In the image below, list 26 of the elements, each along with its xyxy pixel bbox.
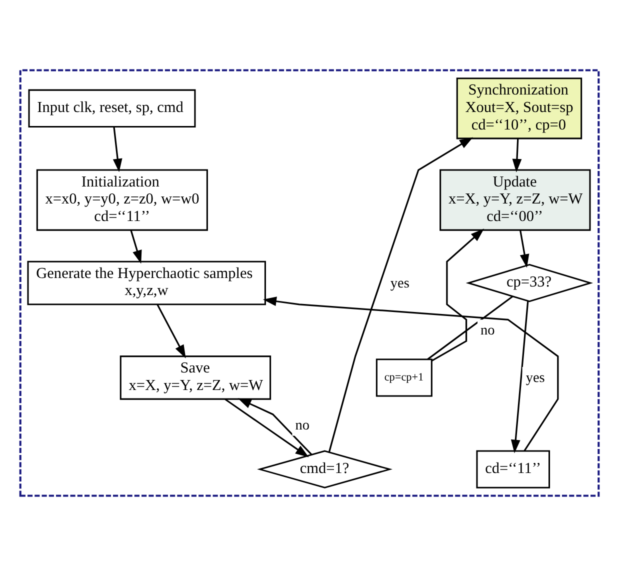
node-box: Save x=X, y=Y, z=Z, w=W bbox=[120, 356, 272, 400]
arrow bbox=[156, 304, 186, 358]
node-box: cp=cp+1 bbox=[376, 358, 432, 397]
arrow bbox=[328, 137, 474, 452]
arrow bbox=[510, 300, 529, 454]
arrow bbox=[432, 228, 484, 362]
node-box: Generate the Hyperchaotic samples x,y,z,w bbox=[27, 260, 266, 306]
edge-label: yes bbox=[526, 370, 545, 386]
node-box: Update x=X, y=Y, z=Z, w=W cd=‘‘00’’ bbox=[440, 169, 591, 231]
cluster bbox=[19, 69, 600, 497]
edge-label: no bbox=[295, 417, 310, 434]
arrow bbox=[520, 230, 530, 268]
arrow bbox=[130, 230, 142, 264]
node-diamond: cmd=1? bbox=[257, 450, 392, 488]
node-diamond: cp=33? bbox=[466, 264, 594, 302]
node-box: Synchronization Xout=X, Sout=sp cd=‘‘10’’, cp=0 bbox=[456, 78, 582, 140]
arrow bbox=[512, 138, 522, 172]
edge-label: yes bbox=[390, 275, 410, 292]
arrow bbox=[112, 127, 122, 172]
arrow bbox=[262, 296, 559, 452]
arrow bbox=[224, 398, 309, 458]
edge-label: no bbox=[480, 322, 495, 339]
node-box: Initialization x=x0, y=y0, z=z0, w=w0 cd=‘‘11’’ bbox=[36, 169, 208, 231]
node-box: Input clk, reset, sp, cmd bbox=[28, 89, 196, 128]
node-box: cd=‘‘11’’ bbox=[476, 450, 550, 488]
connector bbox=[427, 296, 513, 360]
